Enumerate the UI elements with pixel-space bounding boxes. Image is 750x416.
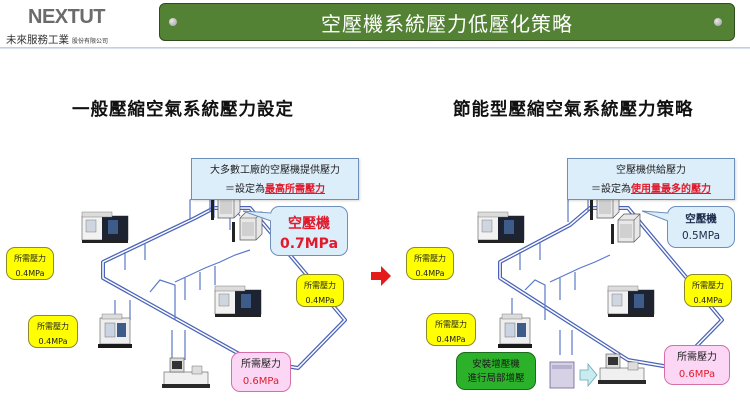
left-info-box: 大多數工廠的空壓機提供壓力 ＝設定為最高所需壓力 xyxy=(191,158,359,200)
booster-callout: 安裝增壓機 進行局部增壓 xyxy=(456,352,536,390)
left-machine-callout-1: 所需壓力 0.4MPa xyxy=(6,247,54,280)
right-section-heading: 節能型壓縮空氣系統壓力策略 xyxy=(453,100,694,120)
callout-pressure: 0.4MPa xyxy=(436,335,466,344)
right-compressor-label: 空壓機 xyxy=(685,213,717,225)
callout-label: 所需壓力 xyxy=(14,254,46,263)
left-machine-callout-2: 所需壓力 0.4MPa xyxy=(296,274,344,307)
right-machine-callout-3: 所需壓力 0.4MPa xyxy=(426,313,476,346)
callout-pressure: 0.6MPa xyxy=(678,369,716,380)
title-bar-rivet-icon xyxy=(169,18,177,26)
left-info-line2: ＝設定為最高所需壓力 xyxy=(192,180,358,199)
right-compressor-pressure: 0.5MPa xyxy=(681,230,721,242)
title-bar-rivet-icon xyxy=(714,18,722,26)
right-machine-callout-4: 所需壓力 0.6MPa xyxy=(664,345,730,385)
transition-arrow-icon xyxy=(371,266,391,286)
left-compressor-pressure: 0.7MPa xyxy=(279,236,339,252)
left-main-pipe-loop xyxy=(101,206,347,370)
booster-line2: 進行局部增壓 xyxy=(467,373,525,384)
header-divider xyxy=(0,47,750,49)
callout-pressure: 0.4MPa xyxy=(693,296,723,305)
booster-line1: 安裝增壓機 xyxy=(472,359,520,370)
callout-pressure: 0.4MPa xyxy=(415,269,445,278)
logo-company-suffix: 股份有限公司 xyxy=(72,38,109,45)
callout-pressure: 0.4MPa xyxy=(305,296,335,305)
left-machine-callout-4: 所需壓力 0.6MPa xyxy=(231,352,291,392)
title-bar: 空壓機系統壓力低壓化策略 xyxy=(159,3,735,41)
callout-label: 所需壓力 xyxy=(414,254,446,263)
right-machine-callout-1: 所需壓力 0.4MPa xyxy=(406,247,454,280)
left-info-highlight: 最高所需壓力 xyxy=(265,184,325,195)
left-info-line1: 大多數工廠的空壓機提供壓力 xyxy=(210,165,340,176)
callout-label: 所需壓力 xyxy=(692,281,724,290)
right-machine-callout-2: 所需壓力 0.4MPa xyxy=(684,274,732,307)
callout-label: 所需壓力 xyxy=(435,320,467,329)
logo-company: 未來服務工業 xyxy=(6,34,69,46)
right-info-line1: 空壓機供給壓力 xyxy=(616,165,686,176)
logo-brand: NEXTUT xyxy=(28,6,106,28)
booster-unit xyxy=(549,361,575,389)
left-info-prefix: ＝設定為 xyxy=(225,184,265,195)
left-machine-callout-3: 所需壓力 0.4MPa xyxy=(28,315,78,348)
callout-label: 所需壓力 xyxy=(241,359,281,370)
callout-label: 所需壓力 xyxy=(37,322,69,331)
left-compressor-label: 空壓機 xyxy=(288,216,330,232)
right-info-highlight: 使用量最多的壓力 xyxy=(631,184,711,195)
right-info-prefix: ＝設定為 xyxy=(591,184,631,195)
booster-flow-arrow-icon xyxy=(579,362,598,388)
right-info-box: 空壓機供給壓力 ＝設定為使用量最多的壓力 xyxy=(567,158,735,200)
right-compressor-callout: 空壓機 0.5MPa xyxy=(641,206,735,248)
callout-pressure: 0.4MPa xyxy=(15,269,45,278)
callout-pressure: 0.6MPa xyxy=(242,376,280,387)
right-main-pipe-loop xyxy=(498,206,724,370)
company-logo: NEXTUT 未來服務工業股份有限公司 xyxy=(6,4,156,46)
left-section-heading: 一般壓縮空氣系統壓力設定 xyxy=(72,100,294,120)
callout-pressure: 0.4MPa xyxy=(38,337,68,346)
page-title: 空壓機系統壓力低壓化策略 xyxy=(321,11,573,36)
right-info-line2: ＝設定為使用量最多的壓力 xyxy=(568,180,734,199)
logo-company-name: 未來服務工業股份有限公司 xyxy=(6,32,108,47)
callout-label: 所需壓力 xyxy=(304,281,336,290)
callout-label: 所需壓力 xyxy=(677,352,717,363)
left-compressor-callout: 空壓機 0.7MPa xyxy=(242,206,348,256)
